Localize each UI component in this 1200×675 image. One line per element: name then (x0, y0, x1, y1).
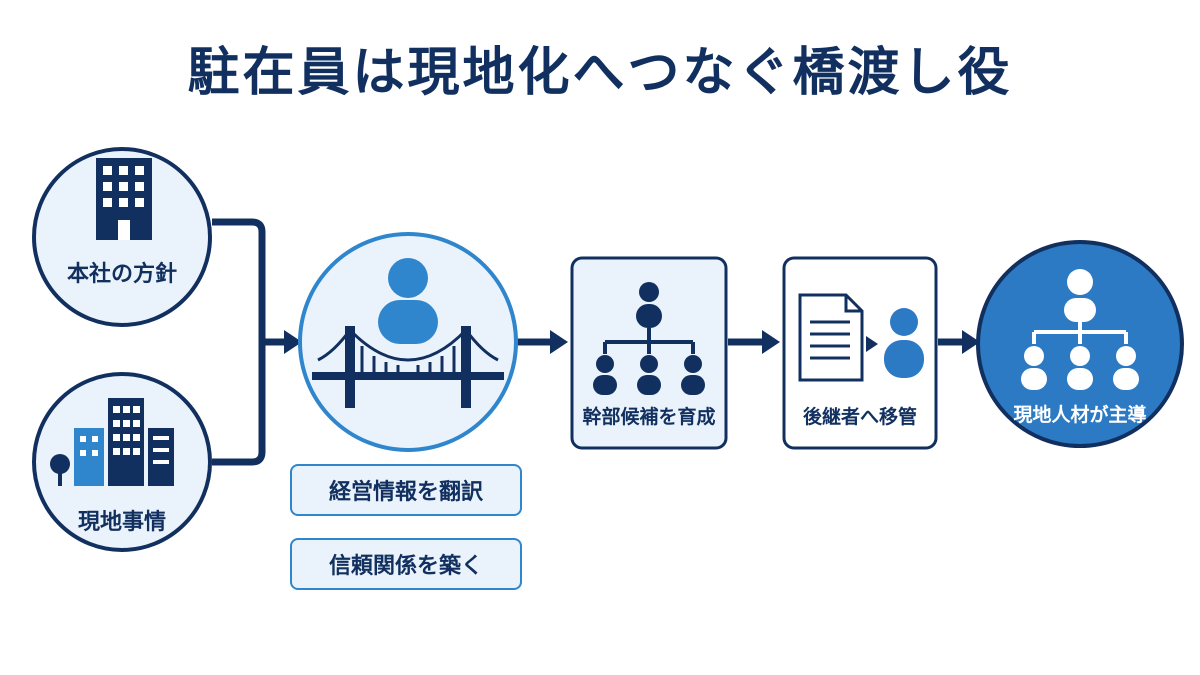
local-label: 現地事情 (77, 510, 166, 535)
arrowhead-3 (962, 330, 980, 354)
org-chart-icon (593, 282, 705, 395)
city-buildings-icon (50, 398, 174, 486)
person-bridge-icon (312, 258, 504, 408)
arrowhead-1 (550, 330, 568, 354)
handover-label: 後継者へ移管 (802, 406, 917, 428)
page-title: 駐在員は現地化へつなぐ橋渡し役 (187, 43, 1013, 103)
arrowhead-merge (284, 330, 302, 354)
arrowhead-2 (762, 330, 780, 354)
hq-label: 本社の方針 (66, 262, 177, 287)
merge-connector (212, 218, 266, 466)
connectors (212, 218, 964, 466)
document-handover-icon (798, 293, 924, 382)
result-label: 現地人材が主導 (1013, 404, 1147, 426)
local-team-icon (1021, 269, 1139, 390)
role-build-trust: 信頼関係を築く (290, 538, 522, 590)
develop-label: 幹部候補を育成 (582, 406, 716, 428)
office-building-icon (96, 158, 152, 240)
role-translate-info: 経営情報を翻訳 (290, 464, 522, 516)
arrowheads (284, 330, 980, 354)
